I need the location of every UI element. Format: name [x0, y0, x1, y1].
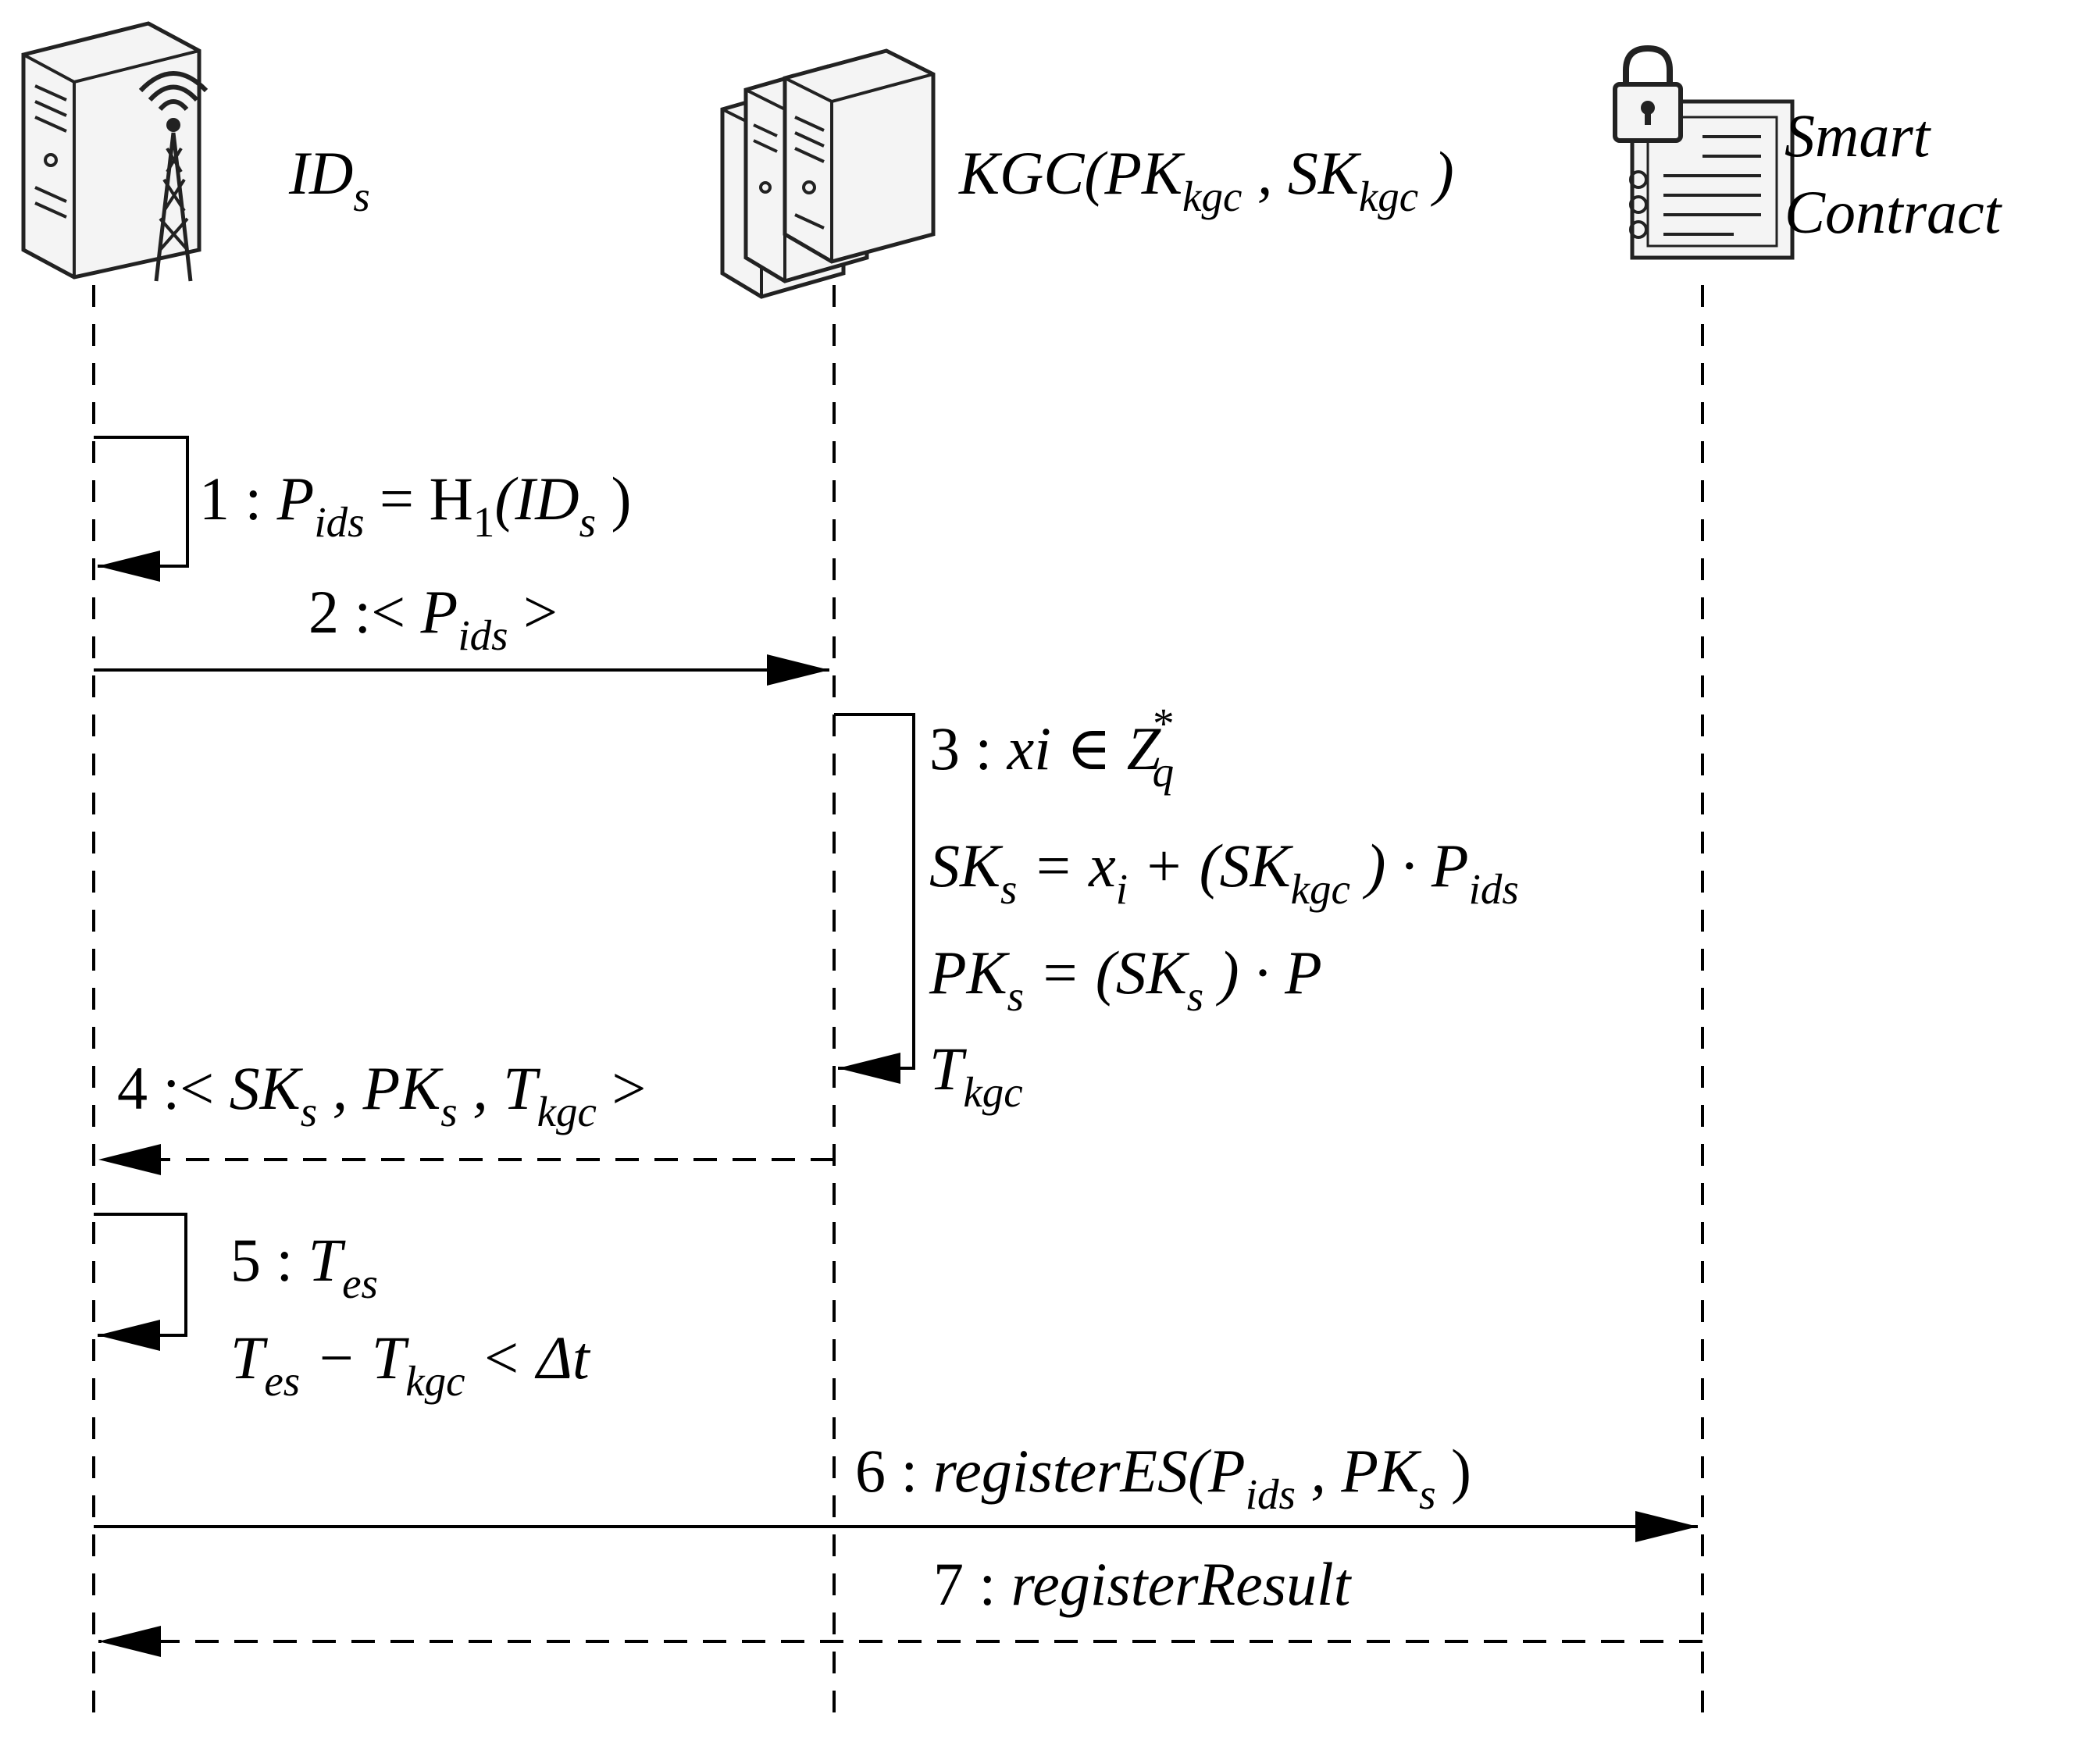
msg2-label: 2 :< Pids >: [308, 578, 558, 659]
msg3-line1: 3 : xi ∈ Z*q: [929, 700, 1175, 796]
msg4-label: 4 :< SKs , PKs , Tkgc >: [117, 1054, 646, 1135]
msg5-line1: 5 : Tes: [230, 1226, 378, 1307]
msg5-line2: Tes − Tkgc < Δt: [230, 1324, 591, 1405]
msg1-label: 1 : Pids = H1(IDs ): [199, 465, 632, 546]
lifelines: [92, 285, 1704, 1714]
msg6-label: 6 : registerES(Pids , PKs ): [855, 1437, 1471, 1518]
server-tower-with-antenna-icon: [21, 21, 209, 282]
msg1-self-arrow: [94, 436, 189, 582]
edge-server-label: IDs: [288, 139, 370, 220]
kgc-label: KGC(PKkgc , SKkgc ): [958, 139, 1454, 220]
msg7-label: 7 : registerResult: [933, 1550, 1353, 1618]
msg3-self-arrow: [834, 713, 915, 1084]
msg3-line3: PKs = (SKs ) · P: [929, 939, 1322, 1020]
smart-contract-label-line1: Smart: [1784, 102, 1932, 169]
locked-document-icon: [1613, 45, 1795, 260]
server-cluster-icon: [720, 48, 936, 299]
msg3-line2: SKs = xi + (SKkgc ) · Pids: [929, 832, 1519, 913]
smart-contract-label-line2: Contract: [1784, 178, 2003, 246]
msg3-line4: Tkgc: [929, 1035, 1023, 1116]
msg5-self-arrow: [94, 1213, 187, 1351]
